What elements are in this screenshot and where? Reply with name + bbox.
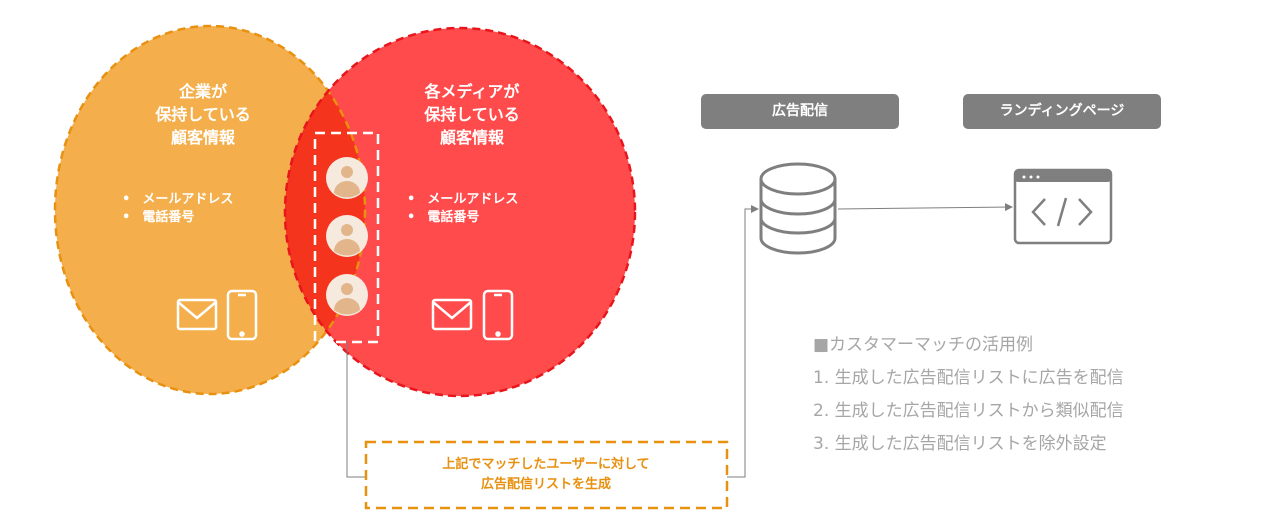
mail-icon (431, 298, 473, 331)
connector-line (346, 342, 365, 478)
landing-page-label: ランディングページ (963, 94, 1161, 129)
left-circle-title: 企業が 保持している 顧客情報 (103, 80, 303, 149)
title-line: 企業が (178, 82, 227, 101)
arrow-to-landing-page (837, 203, 1013, 212)
usage-item: 2. 生成した広告配信リストから類似配信 (813, 401, 1124, 421)
list-item: 電話番号 (407, 209, 518, 227)
user-avatar-icons (326, 157, 368, 316)
title-line: 保持している (424, 105, 520, 124)
list-item: メールアドレス (122, 191, 233, 209)
matched-users-box (313, 131, 380, 344)
title-line: 顧客情報 (439, 128, 504, 147)
usage-heading: ■カスタマーマッチの活用例 (813, 335, 1034, 355)
usage-item: 3. 生成した広告配信リストを除外設定 (813, 434, 1107, 454)
right-circle-items: メールアドレス 電話番号 (407, 191, 518, 227)
title-line: 保持している (155, 105, 251, 124)
ad-delivery-label: 広告配信 (701, 94, 899, 129)
list-item: メールアドレス (407, 191, 518, 209)
database-icon (759, 162, 837, 255)
arrow-to-database (727, 205, 759, 478)
left-circle-items: メールアドレス 電話番号 (122, 191, 233, 227)
match-note-box (364, 440, 729, 510)
mail-icon (176, 298, 218, 331)
usage-item: 1. 生成した広告配信リストに広告を配信 (813, 368, 1124, 388)
list-item: 電話番号 (122, 209, 233, 227)
note-line: 広告配信リストを生成 (480, 477, 611, 492)
usage-examples: ■カスタマーマッチの活用例 1. 生成した広告配信リストに広告を配信 2. 生成… (813, 329, 1124, 461)
right-circle-title: 各メディアが 保持している 顧客情報 (372, 80, 572, 149)
phone-icon (226, 289, 258, 341)
phone-icon (482, 289, 514, 341)
code-browser-icon (1013, 168, 1113, 245)
match-note-text: 上記でマッチしたユーザーに対して 広告配信リストを生成 (365, 455, 727, 495)
title-line: 顧客情報 (170, 128, 235, 147)
title-line: 各メディアが (424, 82, 520, 101)
note-line: 上記でマッチしたユーザーに対して (442, 457, 650, 472)
